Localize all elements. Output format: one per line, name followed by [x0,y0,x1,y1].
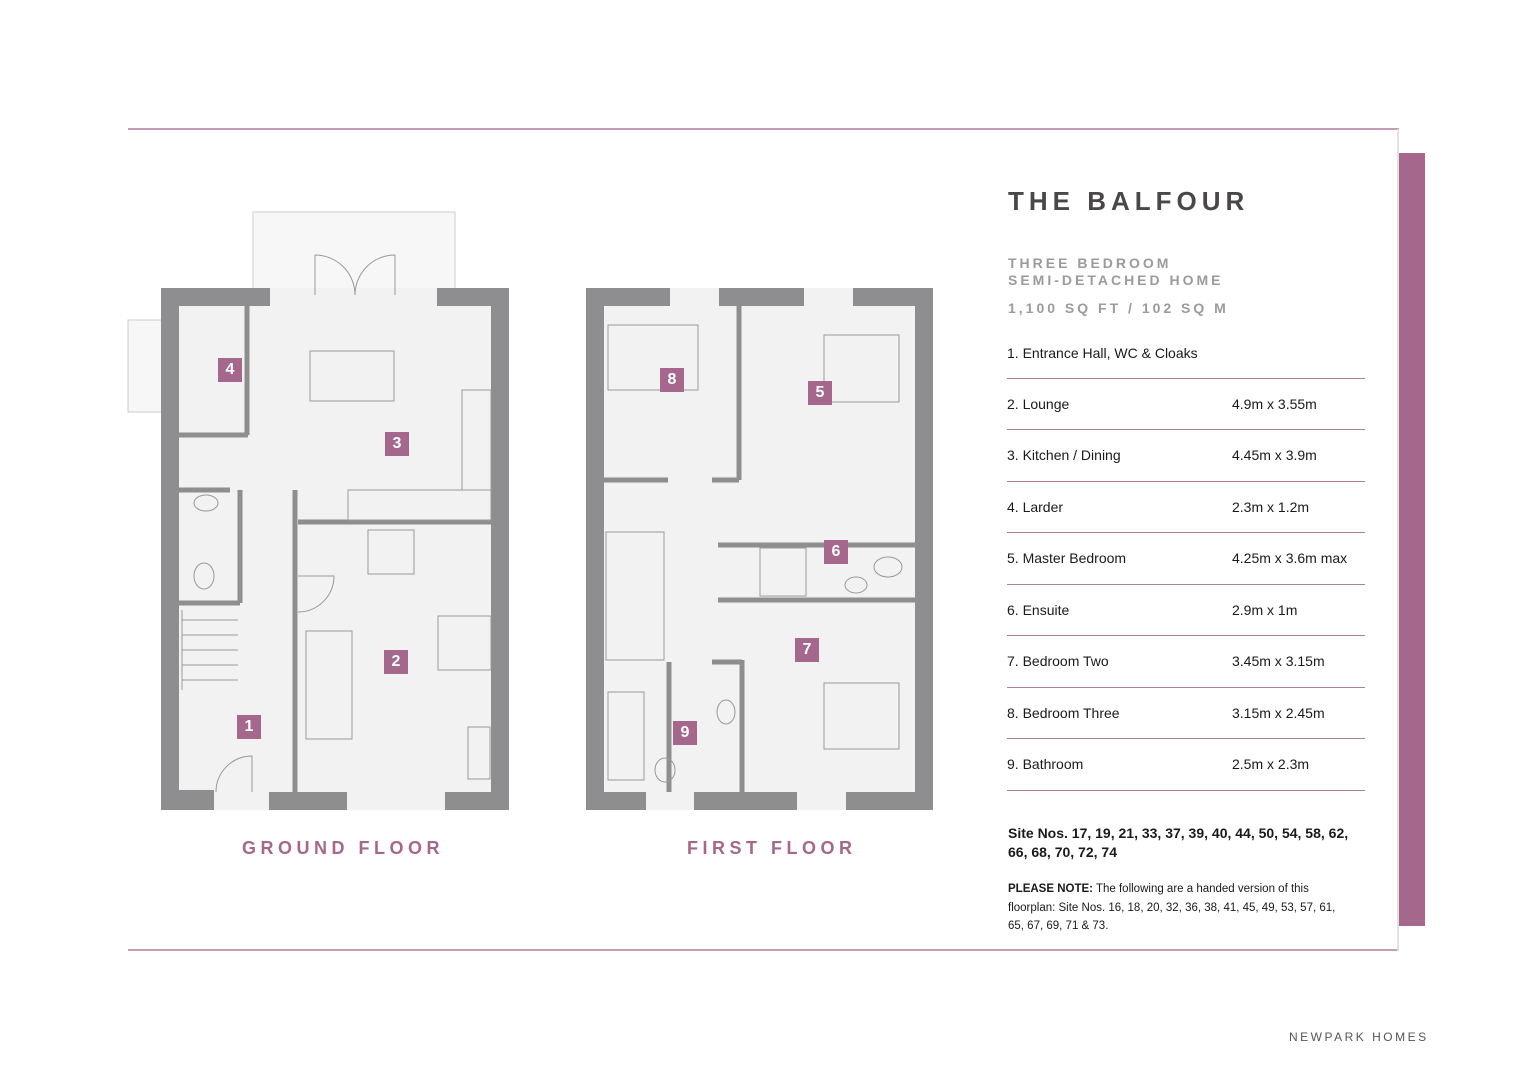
room-badge-7: 7 [795,638,819,662]
note-text: The following are a handed version of th… [1008,883,1336,932]
room-schedule: 1. Entrance Hall, WC & Cloaks 2. Lounge 4… [1007,340,1365,791]
room-name: 3. Kitchen / Dining [1007,447,1121,463]
room-dimensions: 4.45m x 3.9m [1232,447,1317,463]
brand-name: NEWPARK HOMES [1289,1030,1429,1044]
page-title: THE BALFOUR [1008,186,1250,216]
room-row: 5. Master Bedroom 4.25m x 3.6m max [1007,533,1365,585]
room-row: 8. Bedroom Three 3.15m x 2.45m [1007,688,1365,739]
first-floor-plan [586,288,933,810]
room-row: 1. Entrance Hall, WC & Cloaks [1007,340,1365,379]
room-badge-9: 9 [673,721,697,745]
room-badge-1: 1 [237,715,261,739]
room-name: 6. Ensuite [1007,601,1070,618]
room-dimensions: 3.15m x 2.45m [1232,704,1325,721]
first-floor-label: FIRST FLOOR [687,838,857,858]
room-name: 8. Bedroom Three [1007,704,1120,721]
room-name: 9. Bathroom [1007,756,1084,772]
room-badge-6: 6 [824,540,848,564]
room-row: 9. Bathroom 2.5m x 2.3m [1007,739,1365,791]
room-dimensions: 2.9m x 1m [1232,601,1298,618]
room-badge-3: 3 [385,432,409,456]
subtitle-line-1: THREE BEDROOM [1008,255,1172,271]
room-row: 7. Bedroom Two 3.45m x 3.15m [1007,636,1365,688]
subtitle-line-2: SEMI-DETACHED HOME [1008,272,1224,288]
frame-top-line [128,128,1399,130]
site-numbers: Site Nos. 17, 19, 21, 33, 37, 39, 40, 44… [1008,825,1349,860]
accent-bar [1399,153,1425,926]
room-dimensions: 4.9m x 3.55m [1232,395,1317,412]
room-badge-5: 5 [808,381,832,405]
room-name: 1. Entrance Hall, WC & Cloaks [1007,345,1198,361]
ground-floor-plan [127,211,509,810]
room-dimensions: 4.25m x 3.6m max [1232,550,1348,566]
room-row: 4. Larder 2.3m x 1.2m [1007,482,1365,533]
frame-bottom-line [128,949,1399,951]
area-text: 1,100 SQ FT / 102 SQ M [1008,300,1229,316]
note-label: PLEASE NOTE: [1008,883,1093,895]
room-badge-8: 8 [660,368,684,392]
room-name: 2. Lounge [1007,395,1070,412]
room-dimensions: 3.45m x 3.15m [1232,653,1325,669]
handed-note: PLEASE NOTE: The following are a handed … [1008,880,1348,936]
room-name: 7. Bedroom Two [1007,653,1109,669]
room-badge-2: 2 [384,650,408,674]
room-dimensions: 2.5m x 2.3m [1232,756,1310,772]
room-row: 3. Kitchen / Dining 4.45m x 3.9m [1007,430,1365,482]
room-dimensions: 2.3m x 1.2m [1232,498,1310,515]
room-row: 6. Ensuite 2.9m x 1m [1007,585,1365,636]
room-row: 2. Lounge 4.9m x 3.55m [1007,379,1365,430]
room-name: 5. Master Bedroom [1007,550,1127,566]
ground-floor-label: GROUND FLOOR [242,838,444,858]
room-name: 4. Larder [1007,498,1064,515]
room-badge-4: 4 [218,358,242,382]
frame-right-line [1397,129,1399,951]
